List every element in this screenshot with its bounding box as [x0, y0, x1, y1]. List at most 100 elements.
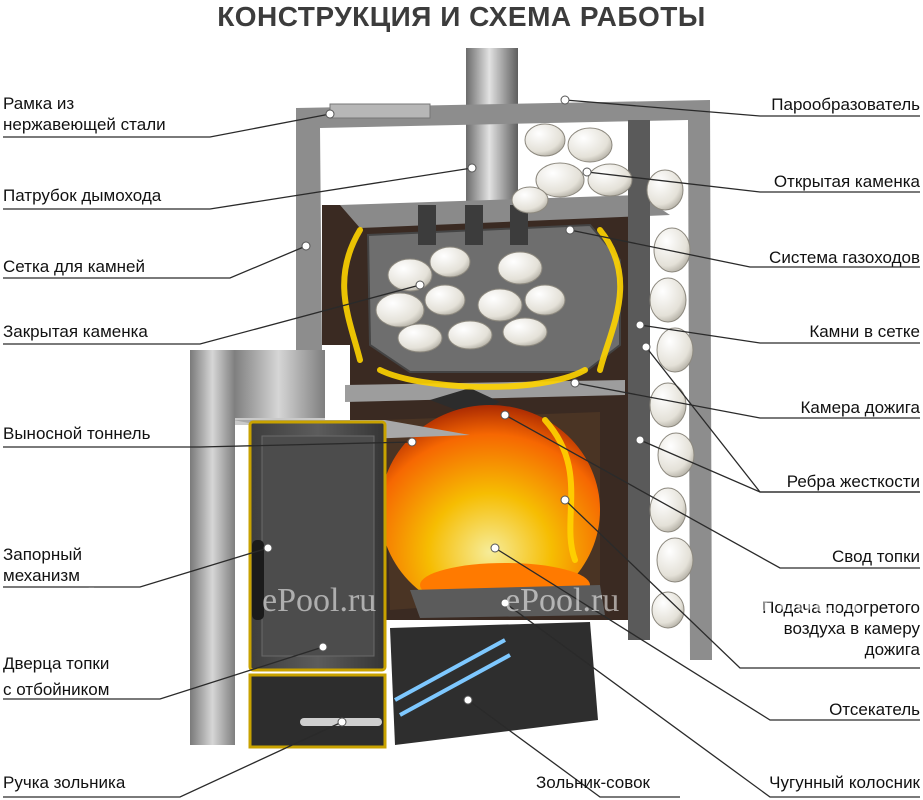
leader-line [639, 324, 920, 344]
leader-dot [325, 109, 335, 119]
leader-line [467, 699, 680, 798]
leader-line [494, 547, 920, 721]
leader-dot [635, 320, 645, 330]
fire [380, 405, 600, 615]
leader-line [3, 547, 269, 588]
stone [524, 284, 566, 316]
chimney-pipe [466, 48, 518, 203]
stone [447, 320, 493, 350]
leader-line [564, 99, 920, 117]
stone [651, 591, 685, 629]
label-ash-handle: Ручка зольника [3, 773, 126, 792]
leader-dot [467, 163, 477, 173]
leader-dot [337, 717, 347, 727]
leader-line [504, 602, 920, 798]
label-closed-heater: Закрытая каменка [3, 322, 148, 341]
stone [656, 537, 694, 583]
watermark: ePool.ru [505, 582, 620, 619]
leader-dot [407, 437, 417, 447]
stone [524, 123, 566, 157]
leader-dot [490, 543, 500, 553]
stone [653, 227, 691, 273]
label-ash-pan: Зольник-совок [536, 773, 650, 792]
leader-dot [500, 598, 510, 608]
page-title: КОНСТРУКЦИЯ И СХЕМА РАБОТЫ [217, 1, 706, 32]
side-mesh [628, 120, 650, 640]
leader-dot [570, 378, 580, 388]
tunnel-side [232, 350, 325, 418]
leader-dot [560, 495, 570, 505]
top-grill [329, 103, 431, 119]
stone [646, 169, 684, 211]
label-steam-gen: Парообразователь [771, 95, 920, 114]
label-gas-ducts: Система газоходов [769, 248, 920, 267]
ash-pan [390, 622, 598, 745]
stone [477, 288, 523, 322]
stone [387, 258, 433, 292]
label-tunnel: Выносной тоннель [3, 424, 151, 443]
leader-dot [263, 543, 273, 553]
watermark: ePool.ru [745, 582, 860, 619]
label-stones-mesh: Камни в сетке [809, 322, 920, 341]
stone [649, 277, 687, 323]
stone [375, 292, 425, 328]
leader-dot [500, 410, 510, 420]
leader-line [3, 646, 324, 700]
stone [429, 246, 471, 278]
leader-line [3, 441, 413, 448]
air-flow-arrows [394, 638, 511, 717]
afterburn-shelf [345, 380, 625, 402]
label-chimney: Патрубок дымохода [3, 186, 162, 205]
stone [424, 284, 466, 316]
leader-line [564, 499, 920, 669]
leader-dot [582, 167, 592, 177]
stone [535, 162, 585, 198]
label-grate: Чугунный колосник [769, 773, 920, 792]
stone [511, 186, 549, 214]
leader-line [639, 439, 920, 493]
leader-line [3, 721, 343, 798]
stone [587, 163, 633, 197]
leader-line [569, 229, 920, 268]
leader-dot [635, 435, 645, 445]
leader-line [574, 382, 920, 419]
open-heater-stones [511, 123, 695, 629]
stone [497, 251, 543, 285]
lock-handle [252, 540, 264, 620]
ash-drawer [248, 673, 387, 749]
leader-line [3, 245, 307, 279]
label-open-heater: Открытая каменка [773, 172, 920, 191]
label-stone-mesh: Сетка для камней [3, 257, 146, 276]
stone [656, 327, 694, 373]
leader-line [3, 113, 331, 138]
left-post [190, 350, 235, 745]
leader-dot [560, 95, 570, 105]
leader-dot [318, 642, 328, 652]
leader-line [3, 284, 421, 345]
watermark: ePool.ru [262, 582, 377, 619]
leader-dot [301, 241, 311, 251]
leader-dot [565, 225, 575, 235]
gas-duct-tubes [418, 205, 528, 245]
watermark: ePool.ru [20, 582, 135, 619]
label-firebox-vault: Свод топки [831, 547, 920, 566]
stone [502, 317, 548, 347]
flame-paths [341, 227, 624, 563]
leader-dot [415, 280, 425, 290]
closed-heater-stones [375, 246, 566, 353]
stone [649, 382, 687, 428]
leader-dot [463, 695, 473, 705]
leader-line [586, 171, 920, 193]
leader-lines [3, 99, 920, 798]
leader-dots [263, 95, 651, 727]
stone [567, 127, 613, 163]
leader-line [504, 414, 920, 569]
label-cutoff: Отсекатель [829, 700, 920, 719]
stone [397, 323, 443, 353]
label-ribs: Ребра жесткости [786, 472, 920, 491]
